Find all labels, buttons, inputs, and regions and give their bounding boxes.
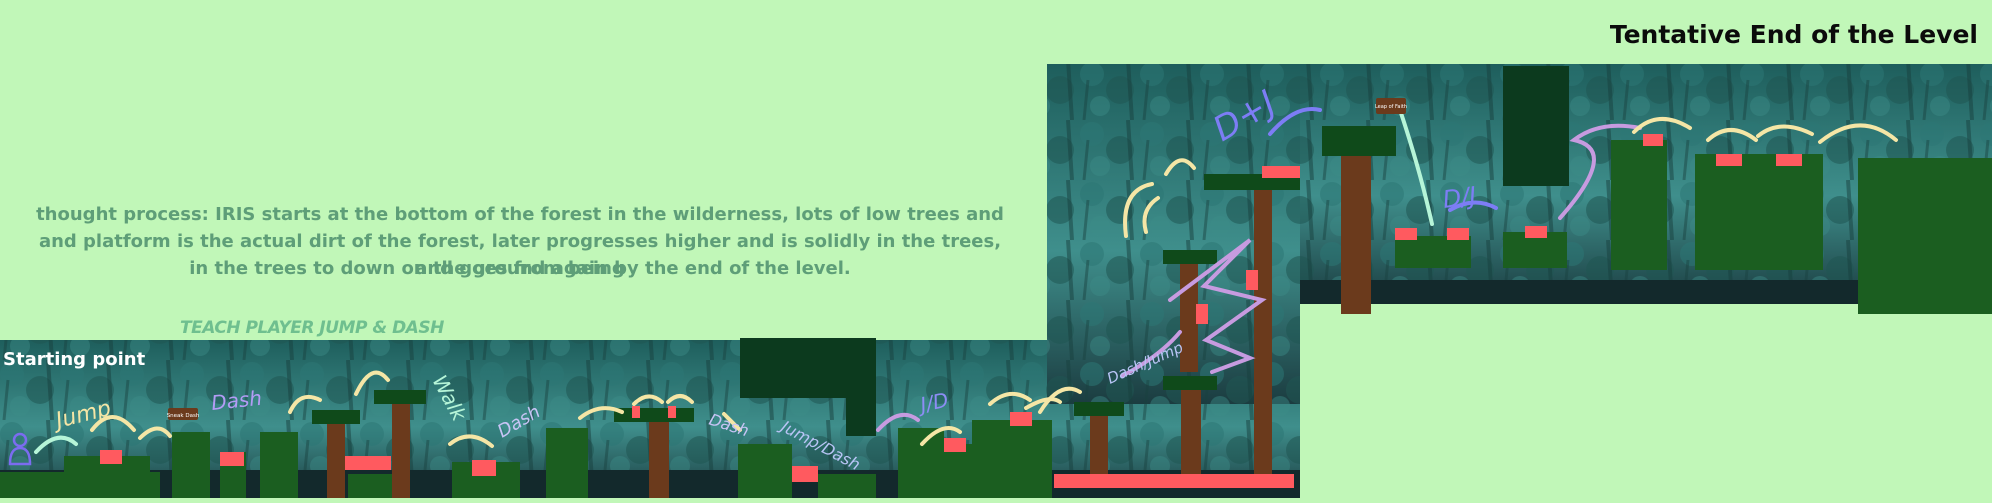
ground-platforms: [0, 420, 1052, 498]
dark-blocks: [740, 66, 1569, 436]
end-of-level-title: Tentative End of the Level: [1609, 20, 1978, 49]
thought-process-line-3: in the trees to down on the ground again…: [189, 258, 851, 279]
svg-text:Leap of Faith: Leap of Faith: [1375, 104, 1407, 110]
top-platforms: [1395, 140, 1992, 314]
sign-leap-of-faith: Leap of Faith: [1375, 98, 1407, 114]
movement-paths: [34, 107, 1898, 454]
sign-sneak-dash: Sneak Dash: [167, 408, 200, 420]
teach-player-label: TEACH PLAYER JUMP & DASH: [180, 318, 444, 338]
tree-trunks: [327, 150, 1371, 498]
spike-hazards: [100, 134, 1802, 488]
annotation-dash-1: Dash: [210, 386, 263, 415]
player-character: [8, 432, 32, 466]
annotation-d-slash-j: D/J: [1441, 182, 1478, 214]
svg-text:Sneak Dash: Sneak Dash: [167, 413, 200, 419]
starting-point-label: Starting point: [3, 349, 146, 370]
thought-process-line-2: and platform is the actual dirt of the f…: [38, 231, 1002, 279]
thought-process-line-1: thought process: IRIS starts at the bott…: [36, 204, 1004, 225]
tree-canopies: [312, 126, 1396, 424]
